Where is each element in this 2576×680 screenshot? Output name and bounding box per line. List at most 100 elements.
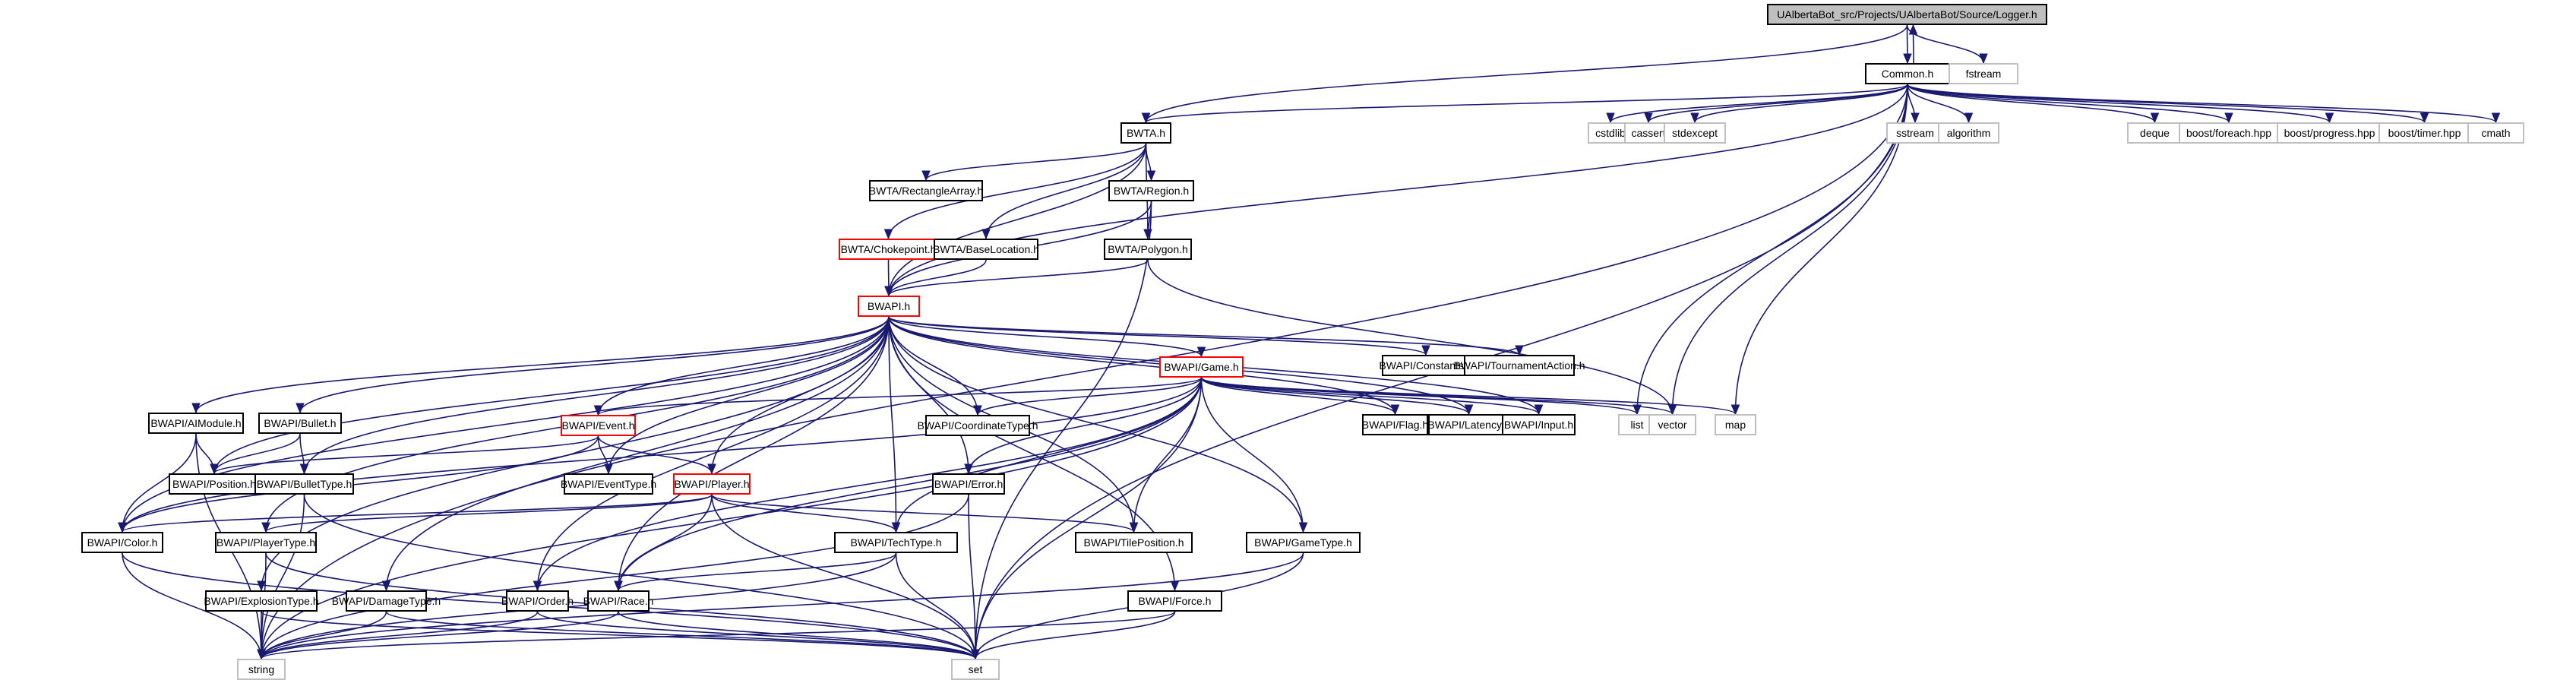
edge-bwapi-to-aimodule [195,316,890,413]
node-flag[interactable]: BWAPI/Flag.h [1362,414,1428,435]
edge-bwapi-to-order [536,316,890,591]
node-tournament[interactable]: BWAPI/TournamentAction.h [1454,355,1585,376]
edge-damage-to-set [385,611,976,659]
edge-player-to-playertype [265,494,713,533]
edge-error-to-string [261,494,969,659]
node-choke[interactable]: BWTA/Chokepoint.h [839,239,938,260]
edge-bwapi-to-eventtype [608,316,890,474]
edge-aimodule-to-color [122,433,197,533]
edge-game-to-order [536,377,1203,591]
arrowhead-techtype-to-race [614,580,623,592]
arrowhead-game-to-list [1633,404,1642,416]
node-race[interactable]: BWAPI/Race.h [583,590,653,612]
edge-color-to-string [122,552,262,659]
node-bwta[interactable]: BWTA.h [1120,122,1171,144]
edge-event-to-player [597,435,713,474]
arrowhead-player-to-playertype [261,522,270,533]
edge-common-to-bwta [1145,84,1908,123]
node-position[interactable]: BWAPI/Position.h [169,473,260,495]
edge-bullet-to-position [213,433,301,474]
edge-bwapi-to-tournament [888,316,1520,356]
edge-race-to-set [618,611,976,659]
node-color[interactable]: BWAPI/Color.h [81,532,163,553]
edge-techtype-to-set [895,552,976,659]
edge-game-to-coordtype [977,377,1203,416]
arrowhead-game-to-latency [1464,404,1474,416]
edge-techtype-to-race [618,552,897,591]
arrowhead-bullet-to-bullettype [299,463,309,475]
arrowhead-common-to-cassert [1644,112,1653,124]
edge-player-to-techtype [711,494,897,533]
node-stdexcept: stdexcept [1664,122,1726,144]
node-aimodule[interactable]: BWAPI/AIModule.h [148,413,244,434]
edge-bullettype-to-string [261,494,305,659]
node-force[interactable]: BWAPI/Force.h [1127,590,1222,612]
node-bullettype[interactable]: BWAPI/BulletType.h [254,473,354,495]
edge-layer [118,24,2501,660]
arrowhead-common-to-bwta [1141,112,1151,124]
node-rectarray[interactable]: BWTA/RectangleArray.h [869,180,983,201]
node-bwapi[interactable]: BWAPI.h [858,296,920,317]
edge-bwapi-to-bullet [299,316,890,413]
arrowhead-bwapi-to-aimodule [191,403,201,414]
arrowhead-force-to-set [971,649,980,660]
edge-order-to-string [261,611,539,659]
node-coordtype[interactable]: BWAPI/CoordinateType.h [918,415,1038,436]
edge-game-to-flag [1200,377,1396,415]
edge-polygon-to-vector [1147,259,1674,415]
edge-gametype-to-string [261,552,1304,659]
arrowhead-polygon-to-bwapi [884,286,893,297]
edge-bwapi-to-gametype [888,316,1304,533]
node-latency[interactable]: BWAPI/Latency.h [1427,414,1510,435]
node-techtype[interactable]: BWAPI/TechType.h [834,532,958,553]
node-polygon[interactable]: BWTA/Polygon.h [1104,239,1192,260]
node-region[interactable]: BWTA/Region.h [1108,180,1194,201]
node-map: map [1715,414,1756,435]
edge-logger-to-fstream [1906,24,1984,64]
node-explosion[interactable]: BWAPI/ExplosionType.h [204,590,319,612]
arrowhead-common-to-deque [2150,112,2160,124]
arrowhead-event-to-position [210,463,219,475]
arrowhead-bwapi-to-game [1196,346,1206,358]
arrowhead-game-to-input [1534,404,1544,416]
arrowhead-common-to-algorithm [1964,112,1974,124]
edge-bwapi-to-event [597,316,890,416]
node-common[interactable]: Common.h [1865,63,1950,84]
arrowhead-game-to-map [1731,404,1740,416]
edge-common-to-map [1734,84,1908,415]
node-set: set [951,659,1000,680]
edge-polygon-to-bwapi [888,259,1149,296]
arrowhead-common-to-logger [1908,24,1918,35]
node-game[interactable]: BWAPI/Game.h [1159,356,1244,378]
node-tilepos[interactable]: BWAPI/TilePosition.h [1075,532,1193,553]
edge-common-to-vector [1671,84,1908,415]
node-input[interactable]: BWAPI/Input.h [1502,414,1576,435]
edge-bwapi-to-position [213,316,890,474]
edge-baseloc-to-bwapi [888,259,987,296]
arrowhead-bwapi-to-tournament [1515,345,1524,356]
arrowhead-common-to-cmath [2491,112,2501,124]
node-damage[interactable]: BWAPI/DamageType.h [332,590,441,612]
arrowhead-common-to-sstream [1911,112,1920,124]
edge-bwta-to-rectarray [925,143,1147,181]
edge-order-to-set [536,611,976,659]
arrowhead-bwta-to-choke [883,229,893,240]
node-vector: vector [1648,414,1696,435]
node-playertype[interactable]: BWAPI/PlayerType.h [215,532,317,553]
node-eventtype[interactable]: BWAPI/EventType.h [561,473,656,495]
edge-bullettype-to-set [303,494,976,659]
edge-common-to-cmath [1907,84,2497,123]
arrowhead-game-to-coordtype [973,405,982,416]
node-logger[interactable]: UAlbertaBot_src/Projects/UAlbertaBot/Sou… [1767,4,2047,25]
arrowhead-game-to-flag [1390,404,1400,416]
node-gametype[interactable]: BWAPI/GameType.h [1246,532,1361,553]
edge-race-to-string [261,611,619,659]
node-player[interactable]: BWAPI/Player.h [673,473,751,495]
edge-common-to-foreach [1907,84,2230,123]
node-error[interactable]: BWAPI/Error.h [932,473,1005,495]
node-baseloc[interactable]: BWTA/BaseLocation.h [933,239,1039,260]
node-bullet[interactable]: BWAPI/Bullet.h [258,413,342,434]
edge-game-to-event [597,377,1203,416]
node-order[interactable]: BWAPI/Order.h [501,590,574,612]
node-event[interactable]: BWAPI/Event.h [561,415,636,436]
